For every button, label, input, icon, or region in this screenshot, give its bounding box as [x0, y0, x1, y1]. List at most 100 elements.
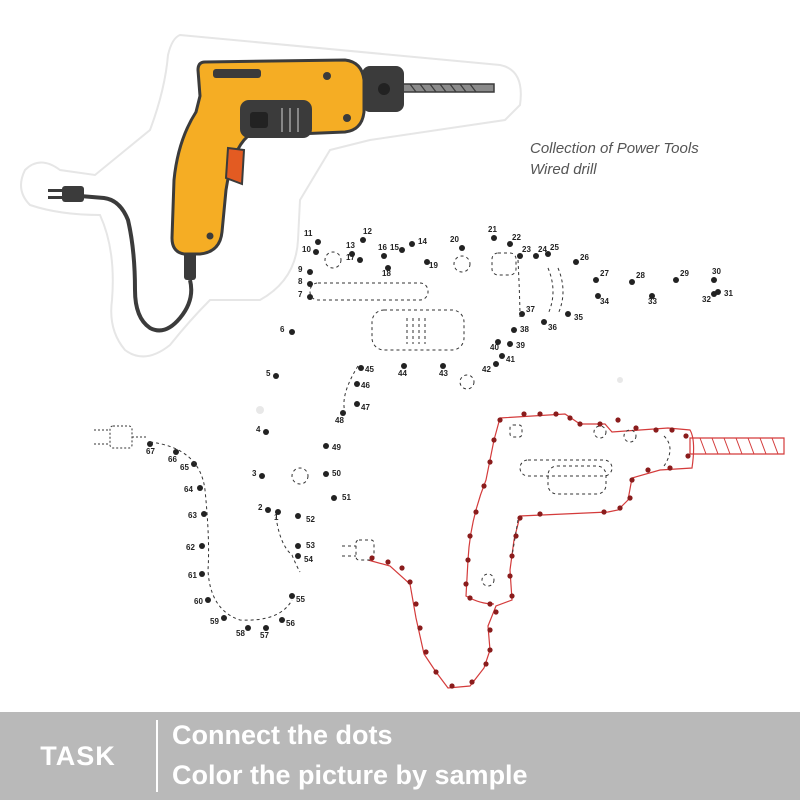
sample-dot: [601, 509, 607, 515]
sample-dot: [521, 411, 527, 417]
puzzle-dot-51: [331, 495, 337, 501]
sample-dot: [497, 417, 503, 423]
puzzle-dot-2: [265, 507, 271, 513]
puzzle-dot-number-2: 2: [258, 503, 263, 512]
puzzle-dot-38: [511, 327, 517, 333]
puzzle-dot-27: [593, 277, 599, 283]
sample-dot: [645, 467, 651, 473]
puzzle-dot-number-30: 30: [712, 267, 721, 276]
puzzle-dot-number-9: 9: [298, 265, 303, 274]
puzzle-dot-28: [629, 279, 635, 285]
puzzle-dot-number-12: 12: [363, 227, 372, 236]
sample-dot: [449, 683, 455, 689]
puzzle-dot-17: [357, 257, 363, 263]
sample-dot: [385, 559, 391, 565]
puzzle-dot-number-38: 38: [520, 325, 529, 334]
switch-panel: [240, 100, 312, 138]
sample-dot: [553, 411, 559, 417]
sample-dot: [467, 533, 473, 539]
sample-dot: [685, 453, 691, 459]
sample-dot: [667, 465, 673, 471]
puzzle-dot-39: [507, 341, 513, 347]
sample-dot: [487, 647, 493, 653]
puzzle-dot-number-48: 48: [335, 416, 344, 425]
puzzle-dot-number-43: 43: [439, 369, 448, 378]
sample-dot: [617, 505, 623, 511]
puzzle-dot-number-25: 25: [550, 243, 559, 252]
puzzle-dot-20: [459, 245, 465, 251]
puzzle-dot-number-63: 63: [188, 511, 197, 520]
puzzle-dot-number-33: 33: [648, 297, 657, 306]
puzzle-dot-47: [354, 401, 360, 407]
puzzle-dot-24: [533, 253, 539, 259]
sample-body-outline: [367, 413, 695, 689]
puzzle-dot-number-5: 5: [266, 369, 271, 378]
sample-dot: [483, 661, 489, 667]
sample-dot: [537, 411, 543, 417]
drill-body: [170, 58, 366, 256]
sample-dot: [513, 533, 519, 539]
sample-dot: [487, 601, 493, 607]
puzzle-dot-11: [315, 239, 321, 245]
sample-dot: [517, 515, 523, 521]
puzzle-dot-15: [399, 247, 405, 253]
puzzle-dot-number-13: 13: [346, 241, 355, 250]
puzzle-dot-33: [649, 293, 655, 299]
puzzle-dot-60: [205, 597, 211, 603]
puzzle-dot-43: [440, 363, 446, 369]
puzzle-dot-59: [221, 615, 227, 621]
puzzle-dot-number-8: 8: [298, 277, 303, 286]
puzzle-dot-number-27: 27: [600, 269, 609, 278]
puzzle-dot-8: [307, 281, 313, 287]
task-instruction-connect: Connect the dots: [172, 720, 393, 750]
puzzle-dot-number-20: 20: [450, 235, 459, 244]
sample-dot: [627, 495, 633, 501]
puzzle-dot-number-22: 22: [512, 233, 521, 242]
puzzle-dot-52: [295, 513, 301, 519]
puzzle-dot-40: [495, 339, 501, 345]
sample-dot: [413, 601, 419, 607]
task-bar: TASK Connect the dots Color the picture …: [0, 712, 800, 800]
puzzle-dot-50: [323, 471, 329, 477]
puzzle-dot-23: [517, 253, 523, 259]
puzzle-dot-number-17: 17: [346, 253, 355, 262]
puzzle-dot-25: [545, 251, 551, 257]
dot-puzzle-guides: [149, 251, 564, 621]
puzzle-dot-61: [199, 571, 205, 577]
sample-dot: [629, 477, 635, 483]
sample-dot: [633, 425, 639, 431]
puzzle-dot-64: [197, 485, 203, 491]
puzzle-dot-number-24: 24: [538, 245, 547, 254]
puzzle-dot-number-36: 36: [548, 323, 557, 332]
puzzle-dot-number-18: 18: [382, 269, 391, 278]
puzzle-dot-number-40: 40: [490, 343, 499, 352]
drill-trigger: [224, 146, 246, 186]
puzzle-dot-number-41: 41: [506, 355, 515, 364]
puzzle-dot-number-23: 23: [522, 245, 531, 254]
puzzle-dot-number-26: 26: [580, 253, 589, 262]
puzzle-dot-56: [279, 617, 285, 623]
sample-dot: [467, 595, 473, 601]
puzzle-dot-18: [385, 265, 391, 271]
puzzle-dot-number-57: 57: [260, 631, 269, 640]
puzzle-dot-7: [307, 294, 313, 300]
sample-dot: [417, 625, 423, 631]
sticker-halo: [20, 33, 522, 358]
puzzle-dot-32: [711, 291, 717, 297]
puzzle-dot-number-62: 62: [186, 543, 195, 552]
puzzle-dot-1: [275, 509, 281, 515]
sample-dot: [487, 627, 493, 633]
puzzle-dot-34: [595, 293, 601, 299]
puzzle-dot-number-55: 55: [296, 595, 305, 604]
puzzle-dot-number-67: 67: [146, 447, 155, 456]
puzzle-dot-30: [711, 277, 717, 283]
sample-dot: [669, 427, 675, 433]
puzzle-dot-number-60: 60: [194, 597, 203, 606]
sample-dot: [491, 437, 497, 443]
puzzle-dot-number-11: 11: [304, 229, 313, 238]
puzzle-dot-5: [273, 373, 279, 379]
sample-dot: [469, 679, 475, 685]
puzzle-dot-58: [245, 625, 251, 631]
puzzle-dot-number-4: 4: [256, 425, 261, 434]
puzzle-dot-number-6: 6: [280, 325, 285, 334]
